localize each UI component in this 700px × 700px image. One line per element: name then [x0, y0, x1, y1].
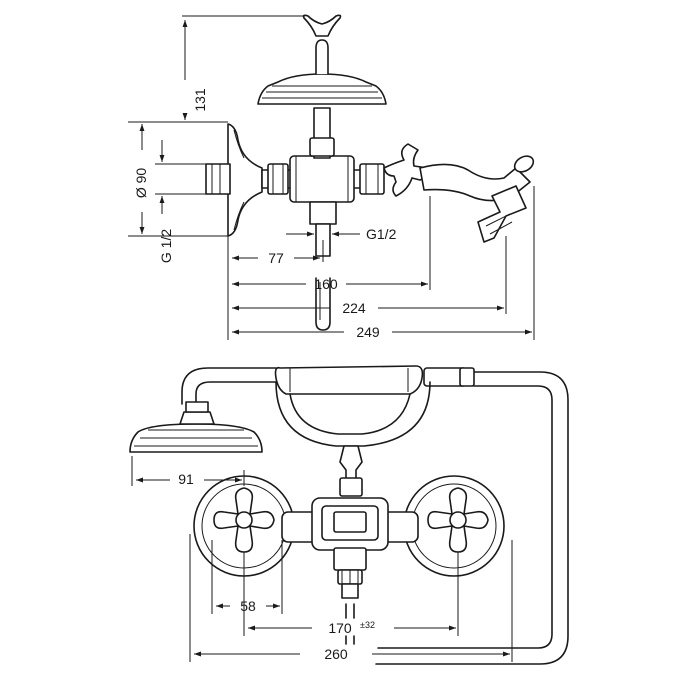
side-view-dimensions	[128, 15, 535, 340]
front-outlet	[333, 547, 367, 571]
shower-head-side	[257, 73, 387, 105]
shower-cradle-top	[302, 14, 342, 37]
hose-nut	[185, 401, 209, 413]
right-union	[359, 163, 385, 195]
shower-handle-grip	[274, 365, 424, 395]
central-valve-block	[289, 155, 355, 203]
dim-160: 160	[314, 276, 338, 292]
front-view-dimensions	[131, 456, 513, 662]
dim-170: 170	[328, 620, 352, 636]
shower-hose	[181, 367, 569, 665]
dim-diameter-90: Ø 90	[133, 168, 149, 199]
dim-249: 249	[356, 324, 380, 340]
dim-g12-vertical: G 1/2	[158, 229, 174, 263]
dim-131: 131	[192, 88, 208, 112]
wall-flange	[227, 123, 263, 237]
spout-outlet	[477, 185, 527, 243]
dim-170-tolerance: ±32	[360, 620, 375, 630]
side-view	[205, 14, 535, 331]
riser-nut	[309, 137, 335, 157]
right-handle-side	[383, 143, 430, 197]
dim-77: 77	[268, 250, 284, 266]
spout-swivel	[513, 155, 535, 173]
right-cross-handle	[427, 487, 489, 553]
dim-91: 91	[178, 471, 194, 487]
front-view	[129, 365, 569, 665]
dim-260: 260	[324, 646, 348, 662]
outlet-connector	[309, 201, 337, 225]
left-cross-handle	[213, 487, 275, 553]
left-union	[267, 163, 289, 195]
wall-connector	[205, 163, 231, 195]
dim-58: 58	[240, 598, 256, 614]
dim-224: 224	[342, 300, 366, 316]
dim-g12-horizontal: G1/2	[366, 226, 397, 242]
